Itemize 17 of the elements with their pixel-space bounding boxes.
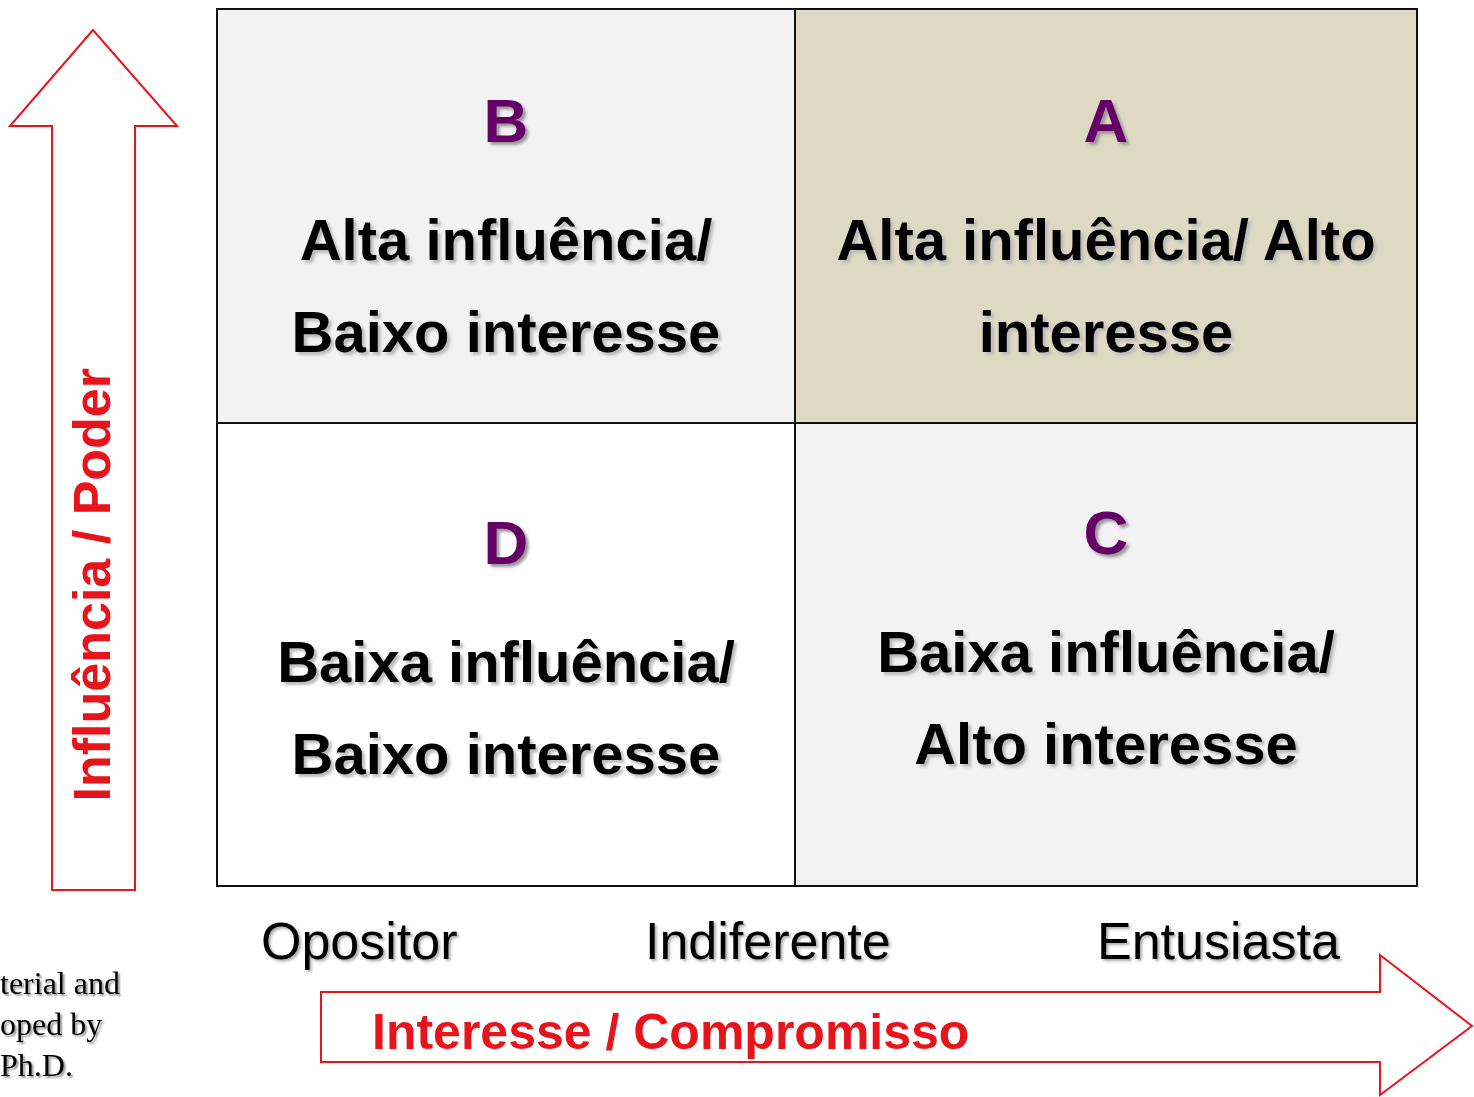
axis-category-label: Indiferente: [645, 915, 891, 967]
matrix-quadrant: [216, 8, 796, 424]
axis-title: Interesse / Compromisso: [372, 1003, 970, 1061]
matrix-quadrant: [794, 422, 1418, 887]
quadrant-letter: C: [1083, 502, 1129, 564]
matrix-quadrant: [216, 422, 796, 887]
quadrant-description: Alta influência/ Alto interesse: [836, 206, 1376, 366]
quadrant-letter: B: [483, 90, 529, 152]
axis-category-label: Entusiasta: [1097, 915, 1340, 967]
quadrant-letter: A: [1083, 90, 1129, 152]
quadrant-letter: D: [483, 512, 529, 574]
quadrant-description: Baixa influência/ Baixo interesse: [276, 628, 736, 788]
axis-title: Influência / Poder: [62, 368, 122, 802]
quadrant-description: Baixa influência/ Alto interesse: [876, 618, 1336, 778]
quadrant-description: Alta influência/ Baixo interesse: [290, 206, 722, 366]
credit-note: terial and oped by Ph.D.: [0, 964, 121, 1085]
matrix-quadrant: [794, 8, 1418, 424]
